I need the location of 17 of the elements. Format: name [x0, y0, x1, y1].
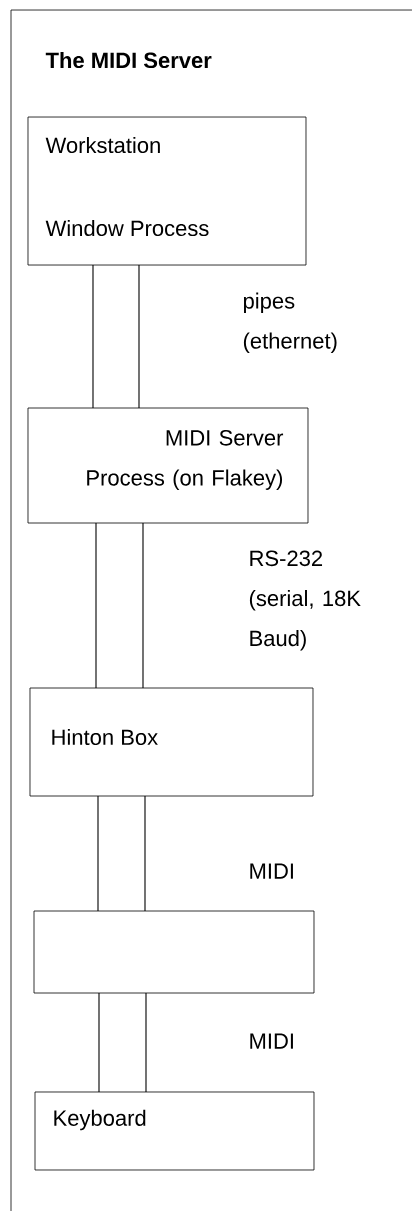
connector-line	[92, 264, 94, 409]
connector-line	[98, 992, 100, 1093]
connector-line	[95, 522, 97, 689]
connector-line	[145, 992, 147, 1093]
process-box	[33, 910, 315, 994]
connection-label: RS-232 (serial, 18K Baud)	[249, 550, 361, 651]
connection-label: pipes (ethernet)	[243, 292, 337, 354]
connector-line	[97, 795, 99, 912]
connector-line	[142, 522, 144, 689]
connection-label: MIDI	[250, 1033, 293, 1049]
connector-line	[138, 264, 140, 409]
process-box: Keyboard	[34, 1091, 315, 1171]
process-box: Hinton Box	[29, 687, 314, 797]
process-box: MIDI Server Process (on Flakey)	[27, 407, 309, 524]
connection-label: MIDI	[250, 863, 293, 879]
title: The MIDI Server	[45, 51, 212, 69]
connector-line	[144, 795, 146, 912]
